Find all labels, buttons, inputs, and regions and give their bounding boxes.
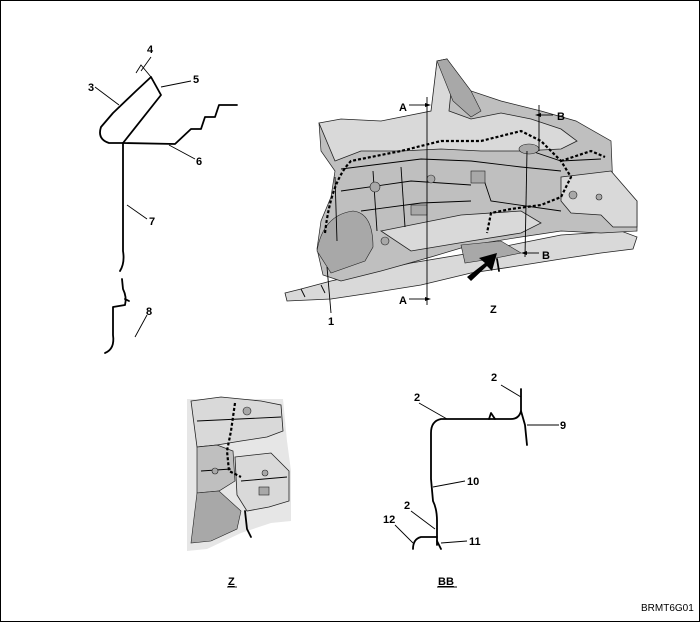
callout-2-upper-right: 2 — [491, 372, 497, 384]
callout-8: 8 — [146, 306, 152, 318]
bb-harness — [412, 388, 528, 550]
callout-6: 6 — [196, 156, 202, 168]
callout-2-upper-left: 2 — [414, 392, 420, 404]
view-z-arrow-label: Z — [490, 304, 497, 316]
section-a-bottom: A — [399, 295, 407, 307]
callout-9: 9 — [560, 420, 566, 432]
callout-4: 4 — [147, 44, 154, 56]
body-assembly — [284, 58, 638, 302]
section-a-top: A — [399, 102, 407, 114]
view-bb-title: BB — [438, 576, 454, 588]
section-line-b — [521, 105, 553, 258]
left-harness — [99, 64, 238, 354]
figure-code: BRMT6G01 — [641, 603, 694, 614]
view-z-arrow — [467, 253, 497, 281]
callout-3: 3 — [88, 82, 94, 94]
callout-1: 1 — [328, 316, 334, 328]
callout-2-lower: 2 — [404, 500, 410, 512]
view-z-title: Z — [228, 576, 235, 588]
callout-10: 10 — [467, 476, 479, 488]
section-b-top: B — [557, 111, 565, 123]
callout-12: 12 — [383, 514, 395, 526]
callout-5: 5 — [193, 74, 199, 86]
callout-7: 7 — [149, 216, 155, 228]
callout-11: 11 — [469, 536, 481, 548]
section-line-a — [409, 97, 431, 305]
view-z-detail — [187, 396, 291, 551]
section-b-bottom: B — [542, 250, 550, 262]
